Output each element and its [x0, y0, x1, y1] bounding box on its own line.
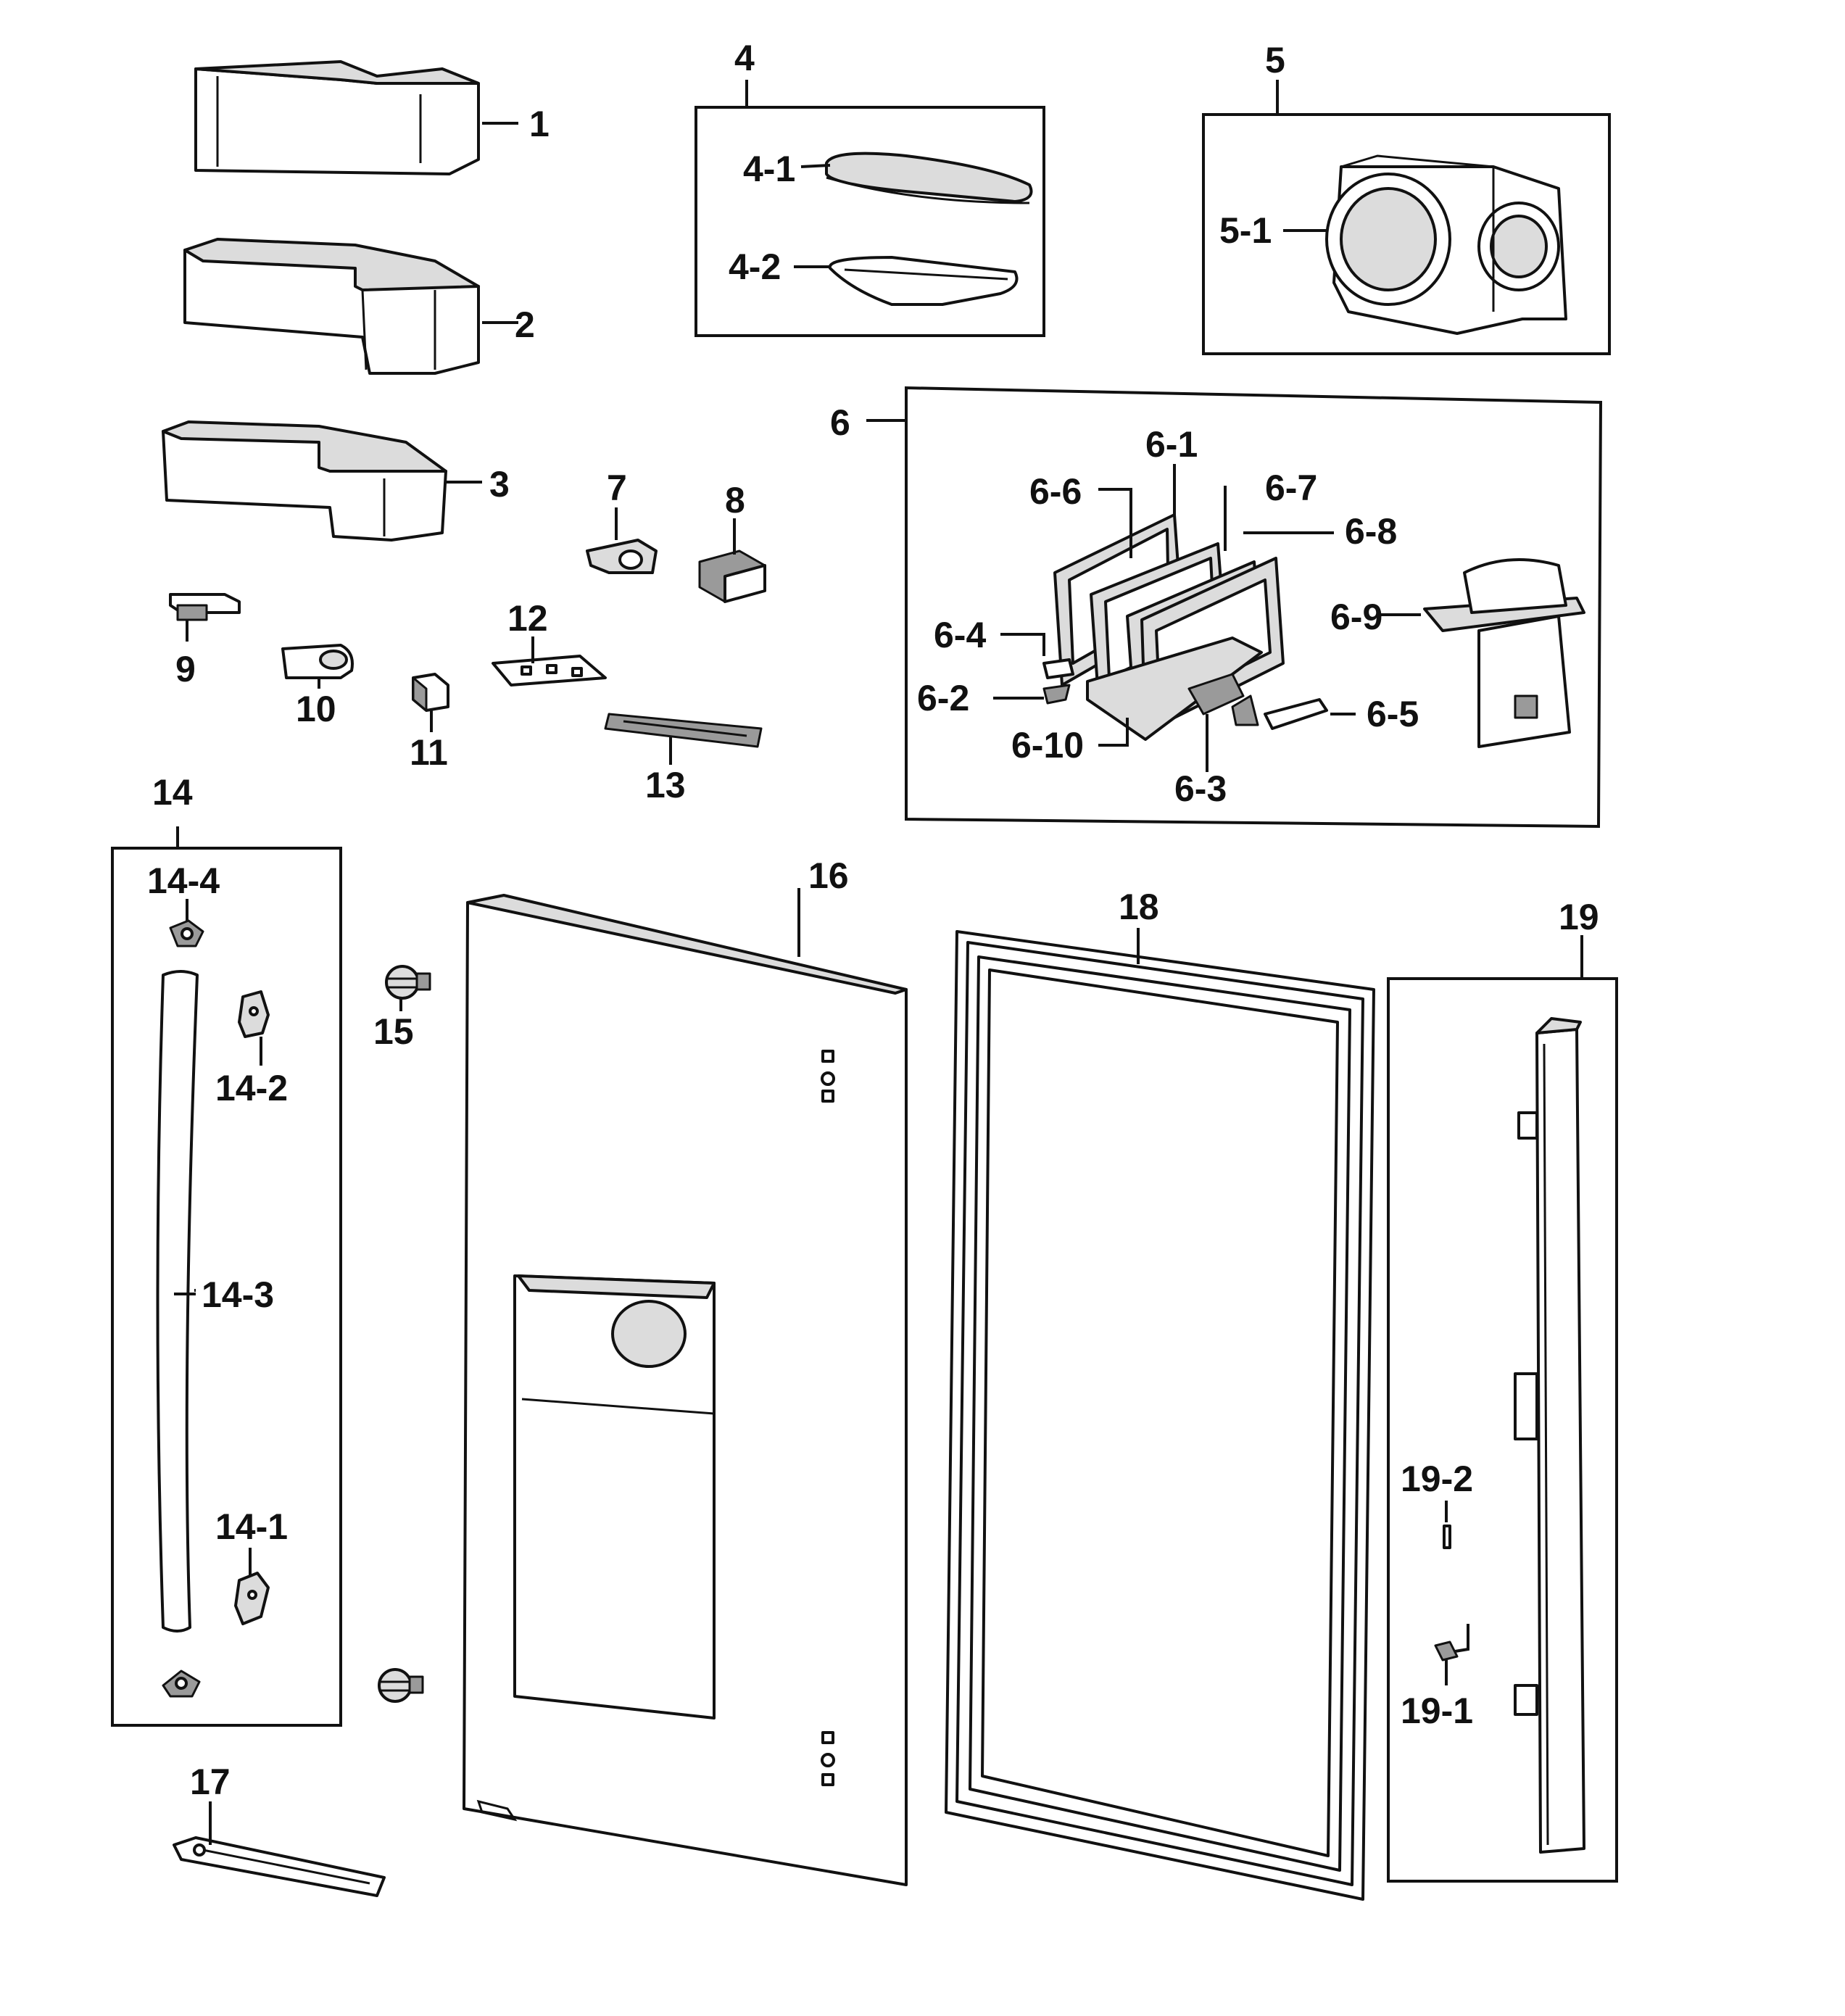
part-6-dispenser-frame-stack — [1053, 513, 1285, 741]
part-18-door-gasket — [945, 930, 1375, 1901]
callout-10: 10 — [296, 689, 336, 729]
callout-13: 13 — [645, 765, 686, 805]
part-6-5-lever — [1231, 694, 1328, 730]
callout-14-1: 14-1 — [215, 1506, 288, 1547]
callout-15: 15 — [373, 1011, 414, 1052]
callout-17: 17 — [190, 1762, 231, 1802]
part-7-clip — [586, 539, 658, 574]
callout-6-2: 6-2 — [917, 678, 969, 718]
part-11-cube — [412, 673, 449, 712]
callout-14: 14 — [152, 772, 193, 813]
callout-7: 7 — [607, 468, 627, 508]
callout-6-3: 6-3 — [1174, 768, 1227, 809]
part-17-trim — [173, 1836, 386, 1897]
group-box-19 — [1387, 977, 1618, 1883]
part-19-door-bar — [1514, 1017, 1585, 1854]
group-box-6 — [905, 386, 1603, 829]
part-10-cam — [281, 644, 354, 679]
callout-6-9: 6-9 — [1330, 597, 1382, 637]
callout-2: 2 — [515, 304, 535, 345]
part-9-bracket — [169, 593, 241, 621]
callout-4-1: 4-1 — [743, 149, 795, 189]
callout-14-2: 14-2 — [215, 1068, 288, 1108]
callout-11: 11 — [410, 732, 448, 773]
callout-6-7: 6-7 — [1265, 468, 1317, 508]
callout-9: 9 — [175, 649, 196, 689]
group-box-14 — [111, 847, 342, 1727]
part-13-rail — [604, 713, 763, 748]
part-15-screw-lower — [378, 1668, 424, 1703]
part-12-plate — [492, 655, 607, 686]
callout-8: 8 — [725, 480, 745, 520]
part-14-2-clip — [238, 990, 270, 1038]
part-14-3-handle-bar — [156, 970, 199, 1633]
callout-5: 5 — [1265, 40, 1285, 80]
part-14-4-cap — [169, 919, 204, 947]
callout-6-10: 6-10 — [1011, 725, 1084, 766]
callout-1: 1 — [529, 104, 550, 144]
callout-14-3: 14-3 — [202, 1274, 274, 1315]
part-1-door-bin — [194, 60, 480, 175]
part-2-door-bin — [183, 238, 480, 375]
callout-19: 19 — [1559, 897, 1599, 937]
part-15-screw — [385, 965, 431, 1000]
part-14-1-clip — [234, 1572, 270, 1625]
callout-6-1: 6-1 — [1145, 424, 1198, 465]
group-box-5 — [1202, 113, 1611, 355]
callout-3: 3 — [489, 464, 510, 505]
callout-6: 6 — [830, 402, 850, 443]
part-4-1-cap — [825, 152, 1033, 204]
part-6-2-clip — [1042, 658, 1074, 705]
callout-19-2: 19-2 — [1401, 1459, 1473, 1499]
part-6-9-dispenser-chute — [1423, 558, 1585, 748]
callout-6-8: 6-8 — [1345, 511, 1397, 552]
callout-16: 16 — [808, 855, 849, 896]
callout-18: 18 — [1119, 887, 1159, 927]
callout-4: 4 — [734, 38, 755, 78]
callout-12: 12 — [507, 598, 548, 639]
part-16-door-panel — [463, 894, 908, 1886]
part-8-block — [698, 549, 766, 603]
part-19-2-pin — [1443, 1525, 1451, 1549]
callout-6-4: 6-4 — [934, 615, 986, 655]
callout-6-5: 6-5 — [1367, 694, 1419, 734]
callout-19-1: 19-1 — [1401, 1691, 1473, 1731]
part-3-door-bin — [162, 420, 447, 542]
part-4-2-tray — [828, 256, 1019, 306]
callout-5-1: 5-1 — [1219, 210, 1272, 251]
callout-14-4: 14-4 — [147, 860, 220, 901]
part-14-end-cap — [162, 1669, 201, 1698]
part-5-1-motor-assembly — [1325, 154, 1567, 335]
callout-6-6: 6-6 — [1029, 471, 1082, 512]
part-19-1-spring — [1434, 1624, 1469, 1662]
callout-4-2: 4-2 — [729, 246, 781, 287]
group-box-4 — [695, 106, 1045, 337]
